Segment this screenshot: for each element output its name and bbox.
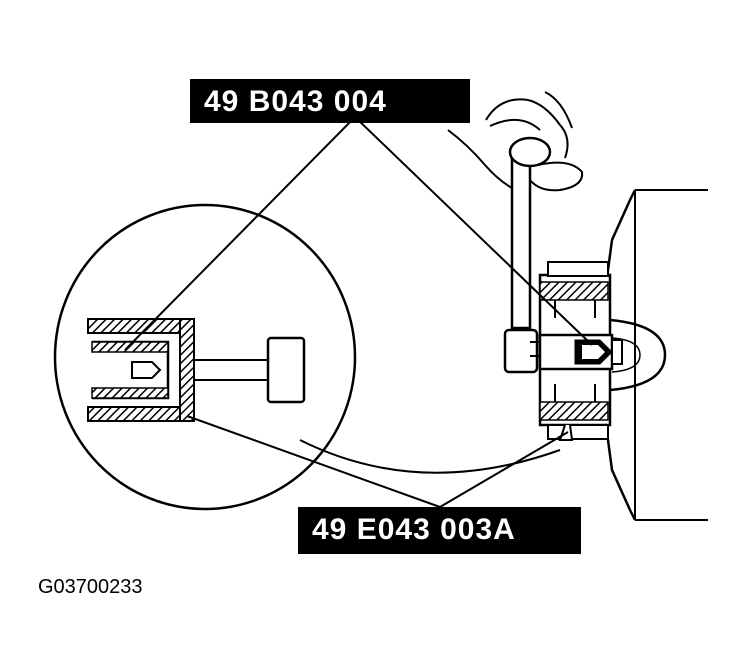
figure-identifier: G03700233 [38, 576, 143, 598]
special-tool-handle [503, 136, 552, 374]
part-number-callout-bottom: 49 E043 003A [298, 507, 581, 554]
brake-caliper-body [538, 261, 623, 441]
leader-lines [124, 116, 593, 508]
brake-disc-rotor [600, 189, 708, 521]
part-number-callout-top: 49 B043 004 [190, 79, 470, 123]
detail-magnifier-circle [53, 203, 357, 511]
detail-cylinder-section [87, 318, 306, 422]
technician-hand [447, 91, 584, 192]
